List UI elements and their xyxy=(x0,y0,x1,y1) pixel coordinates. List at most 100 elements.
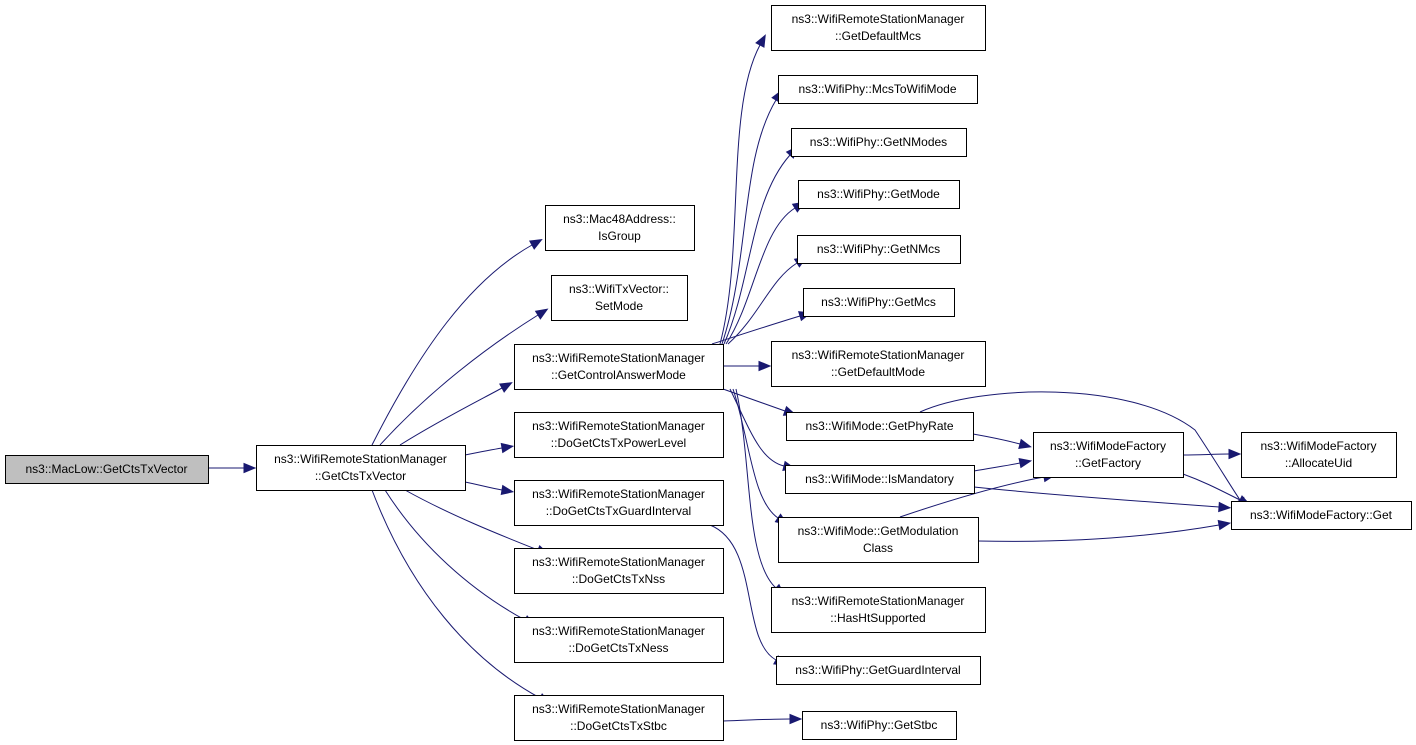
node-box[interactable] xyxy=(802,711,957,740)
node-box[interactable] xyxy=(785,465,975,494)
node-label: ::GetDefaultMcs xyxy=(835,29,921,43)
edge-wrsm_getctstxvector-to-wrsm_dogetctstxpowerlevel xyxy=(464,447,503,456)
node-box[interactable] xyxy=(791,128,967,157)
node-label: ns3::WifiPhy::GetMcs xyxy=(821,295,936,309)
node-label: ::HasHtSupported xyxy=(830,611,925,625)
node-wifiphy_getstbc[interactable]: ns3::WifiPhy::GetStbc xyxy=(802,711,957,740)
edge-wrsm_getcontrolanswermode-to-wifiphy_mcstowifimode xyxy=(721,99,777,345)
node-box[interactable] xyxy=(803,288,955,317)
node-label: ns3::MacLow::GetCtsTxVector xyxy=(25,462,187,476)
node-wifiphy_getmode[interactable]: ns3::WifiPhy::GetMode xyxy=(798,180,960,209)
node-box[interactable] xyxy=(5,455,209,484)
node-label: ns3::WifiModeFactory::Get xyxy=(1250,508,1393,522)
node-label: ns3::WifiPhy::GetStbc xyxy=(821,718,938,732)
node-box[interactable] xyxy=(514,617,724,663)
node-label: ns3::WifiPhy::GetGuardInterval xyxy=(795,663,960,677)
arrowhead-icon xyxy=(1218,501,1232,513)
node-wifiphy_getmcs[interactable]: ns3::WifiPhy::GetMcs xyxy=(803,288,955,317)
node-box[interactable] xyxy=(797,235,961,264)
node-mac48_isgroup[interactable]: ns3::Mac48Address::IsGroup xyxy=(545,205,695,251)
node-wifimode_ismandatory[interactable]: ns3::WifiMode::IsMandatory xyxy=(785,465,975,494)
node-label: ns3::Mac48Address:: xyxy=(563,212,676,226)
node-box[interactable] xyxy=(1231,501,1412,530)
arrowhead-icon xyxy=(1018,457,1033,469)
node-label: ns3::WifiTxVector:: xyxy=(569,282,669,296)
node-wifiphy_getnmodes[interactable]: ns3::WifiPhy::GetNModes xyxy=(791,128,967,157)
node-label: ns3::WifiRemoteStationManager xyxy=(532,555,705,569)
node-box[interactable] xyxy=(798,180,960,209)
node-box[interactable] xyxy=(771,5,986,51)
node-label: ::DoGetCtsTxPowerLevel xyxy=(551,436,686,450)
node-wrsm_dogetctstxguardinterval[interactable]: ns3::WifiRemoteStationManager::DoGetCtsT… xyxy=(514,480,724,526)
node-wrsm_dogetctstxstbc[interactable]: ns3::WifiRemoteStationManager::DoGetCtsT… xyxy=(514,695,724,741)
edge-wrsm_getctstxvector-to-wrsm_dogetctstxguardinterval xyxy=(464,481,503,491)
node-maclow_getctstxvector[interactable]: ns3::MacLow::GetCtsTxVector xyxy=(5,455,209,484)
node-wifiphy_getnmcs[interactable]: ns3::WifiPhy::GetNMcs xyxy=(797,235,961,264)
node-box[interactable] xyxy=(776,656,981,685)
node-box[interactable] xyxy=(771,587,986,633)
edge-wrsm_getcontrolanswermode-to-wifimode_getphyrate xyxy=(722,388,786,412)
arrowhead-icon xyxy=(758,360,772,372)
node-label: ::DoGetCtsTxStbc xyxy=(570,719,667,733)
node-wrsm_dogetctstxness[interactable]: ns3::WifiRemoteStationManager::DoGetCtsT… xyxy=(514,617,724,663)
node-wmf_getfactory[interactable]: ns3::WifiModeFactory::GetFactory xyxy=(1033,432,1184,478)
node-wifimode_getphyrate[interactable]: ns3::WifiMode::GetPhyRate xyxy=(786,412,974,441)
node-label: ::GetDefaultMode xyxy=(831,365,925,379)
node-wrsm_getdefaultmode[interactable]: ns3::WifiRemoteStationManager::GetDefaul… xyxy=(771,341,986,387)
edge-wrsm_getctstxvector-to-wrsm_dogetctstxness xyxy=(384,489,526,621)
node-box[interactable] xyxy=(1033,432,1184,478)
node-label: ns3::WifiRemoteStationManager xyxy=(532,702,705,716)
node-label: ns3::WifiMode::GetPhyRate xyxy=(805,419,953,433)
node-wrsm_getctstxvector[interactable]: ns3::WifiRemoteStationManager::GetCtsTxV… xyxy=(256,445,466,491)
node-label: ns3::WifiRemoteStationManager xyxy=(274,452,447,466)
node-box[interactable] xyxy=(778,75,978,104)
node-box[interactable] xyxy=(514,480,724,526)
node-label: ns3::WifiRemoteStationManager xyxy=(532,487,705,501)
node-wifiphy_mcstowifimode[interactable]: ns3::WifiPhy::McsToWifiMode xyxy=(778,75,978,104)
edge-wmf_getfactory-to-wmf_get xyxy=(1182,473,1241,501)
node-wrsm_hashtsupported[interactable]: ns3::WifiRemoteStationManager::HasHtSupp… xyxy=(771,587,986,633)
node-box[interactable] xyxy=(514,344,724,390)
arrowhead-icon xyxy=(1217,519,1232,531)
edge-wrsm_getctstxvector-to-wifitxvector_setmode xyxy=(379,314,539,446)
arrowhead-icon xyxy=(528,238,543,250)
node-wrsm_dogetctstxnss[interactable]: ns3::WifiRemoteStationManager::DoGetCtsT… xyxy=(514,548,724,594)
node-box[interactable] xyxy=(786,412,974,441)
node-box[interactable] xyxy=(256,445,466,491)
node-box[interactable] xyxy=(514,548,724,594)
node-wrsm_getdefaultmcs[interactable]: ns3::WifiRemoteStationManager::GetDefaul… xyxy=(771,5,986,51)
node-label: ns3::WifiModeFactory xyxy=(1260,439,1376,453)
node-box[interactable] xyxy=(778,517,979,563)
node-wmf_allocateuid[interactable]: ns3::WifiModeFactory::AllocateUid xyxy=(1241,432,1397,478)
node-label: ns3::WifiRemoteStationManager xyxy=(792,348,965,362)
node-label: ns3::WifiMode::IsMandatory xyxy=(805,472,954,486)
node-box[interactable] xyxy=(551,275,688,321)
node-label: ns3::WifiPhy::GetMode xyxy=(817,187,940,201)
node-label: ns3::WifiRemoteStationManager xyxy=(532,351,705,365)
edge-wifimode_getphyrate-to-wmf_get xyxy=(919,391,1241,501)
node-box[interactable] xyxy=(1241,432,1397,478)
nodes-layer: ns3::MacLow::GetCtsTxVectorns3::WifiRemo… xyxy=(5,5,1412,741)
node-wrsm_dogetctstxpowerlevel[interactable]: ns3::WifiRemoteStationManager::DoGetCtsT… xyxy=(514,412,724,458)
edge-wrsm_getcontrolanswermode-to-wifiphy_getmode xyxy=(725,207,796,345)
node-box[interactable] xyxy=(771,341,986,387)
node-box[interactable] xyxy=(514,412,724,458)
edge-wrsm_getcontrolanswermode-to-wrsm_hashtsupported xyxy=(735,388,777,589)
node-wmf_get[interactable]: ns3::WifiModeFactory::Get xyxy=(1231,501,1412,530)
arrowhead-icon xyxy=(243,462,257,474)
arrowhead-icon xyxy=(499,382,513,393)
node-label: ::DoGetCtsTxNess xyxy=(568,641,668,655)
node-wifiphy_getguardinterval[interactable]: ns3::WifiPhy::GetGuardInterval xyxy=(776,656,981,685)
arrowhead-icon xyxy=(755,34,766,48)
edge-wrsm_getctstxvector-to-wrsm_dogetctstxnss xyxy=(404,489,539,551)
node-box[interactable] xyxy=(514,695,724,741)
node-wrsm_getcontrolanswermode[interactable]: ns3::WifiRemoteStationManager::GetContro… xyxy=(514,344,724,390)
node-wifitxvector_setmode[interactable]: ns3::WifiTxVector::SetMode xyxy=(551,275,688,321)
arrowhead-icon xyxy=(1018,438,1032,449)
node-box[interactable] xyxy=(545,205,695,251)
arrowhead-icon xyxy=(1228,448,1242,460)
node-label: ns3::WifiPhy::GetNMcs xyxy=(817,242,940,256)
edge-wrsm_getcontrolanswermode-to-wifimode_getmodulationclass xyxy=(732,388,779,519)
edges-layer xyxy=(208,34,1252,725)
